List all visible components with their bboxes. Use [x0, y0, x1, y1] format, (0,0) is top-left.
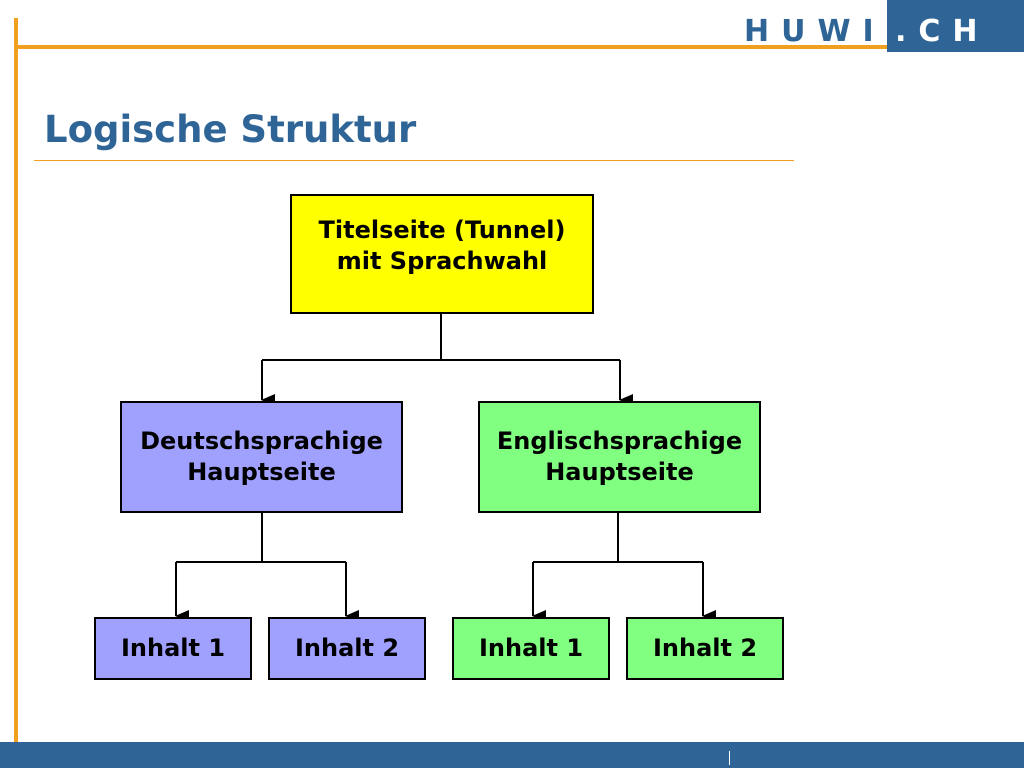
footer-bar	[0, 742, 1024, 768]
node-deutsch-hauptseite: Deutschsprachige Hauptseite	[120, 401, 403, 513]
logo-ch: .CH	[895, 14, 990, 49]
page-title: Logische Struktur	[44, 108, 417, 151]
node-englisch-hauptseite: Englischsprachige Hauptseite	[478, 401, 761, 513]
node-en-inhalt-2: Inhalt 2	[626, 617, 784, 680]
footer-divider	[729, 751, 730, 765]
logo-huwi: HUWI	[744, 14, 886, 49]
left-accent-line	[14, 18, 18, 760]
node-en-inhalt-1: Inhalt 1	[452, 617, 610, 680]
title-underline	[34, 160, 794, 161]
node-deutsch-label: Deutschsprachige Hauptseite	[140, 426, 383, 486]
logo-box	[887, 0, 1024, 52]
root-node-label: Titelseite (Tunnel) mit Sprachwahl	[318, 215, 566, 275]
node-de-inhalt-2-label: Inhalt 2	[294, 633, 400, 662]
root-node-titelseite: Titelseite (Tunnel) mit Sprachwahl	[290, 194, 594, 314]
node-de-inhalt-1-label: Inhalt 1	[120, 633, 226, 662]
node-englisch-label: Englischsprachige Hauptseite	[496, 426, 743, 486]
node-de-inhalt-1: Inhalt 1	[94, 617, 252, 680]
node-en-inhalt-1-label: Inhalt 1	[478, 633, 584, 662]
top-accent-line	[14, 45, 888, 49]
node-de-inhalt-2: Inhalt 2	[268, 617, 426, 680]
node-en-inhalt-2-label: Inhalt 2	[652, 633, 758, 662]
